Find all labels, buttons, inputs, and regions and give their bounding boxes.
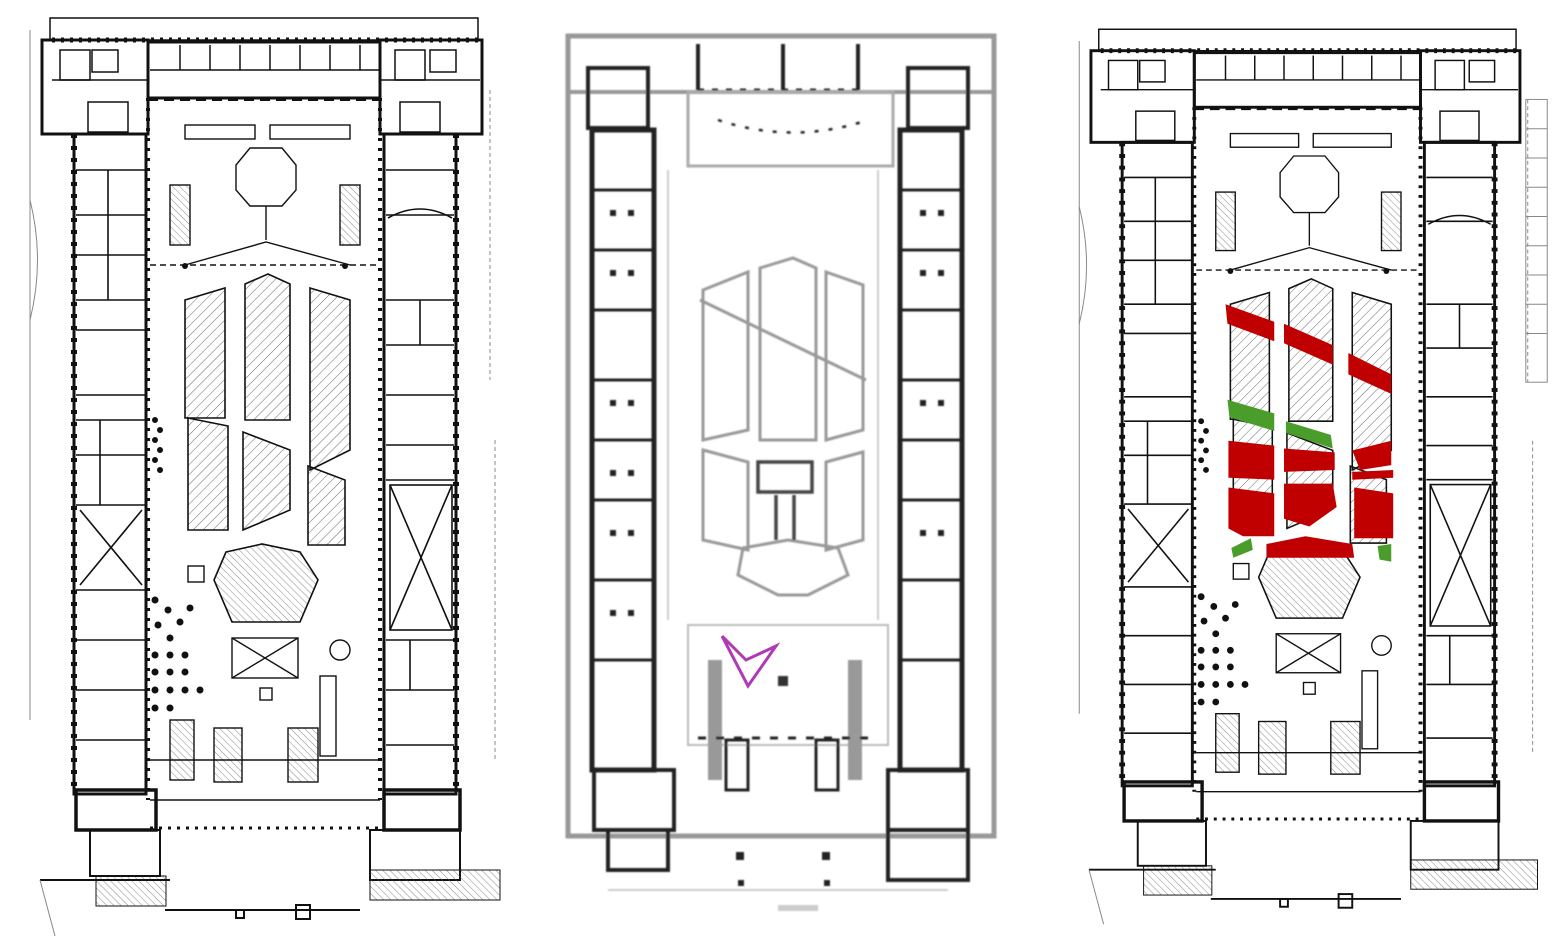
magenta-marker	[720, 634, 781, 689]
red-zones	[1225, 304, 1394, 558]
green-zones	[1227, 399, 1392, 562]
floor-plan-blurred-svg	[565, 33, 997, 911]
floor-plan-annotated	[1050, 0, 1557, 936]
plan-drawing-copy	[1079, 29, 1537, 924]
plan-drawing	[30, 18, 500, 936]
floor-plan-blurred	[548, 0, 1000, 936]
floor-plan-left	[0, 0, 520, 936]
floor-plan-left-svg	[0, 0, 520, 936]
floor-plan-annotated-svg	[1050, 0, 1548, 936]
